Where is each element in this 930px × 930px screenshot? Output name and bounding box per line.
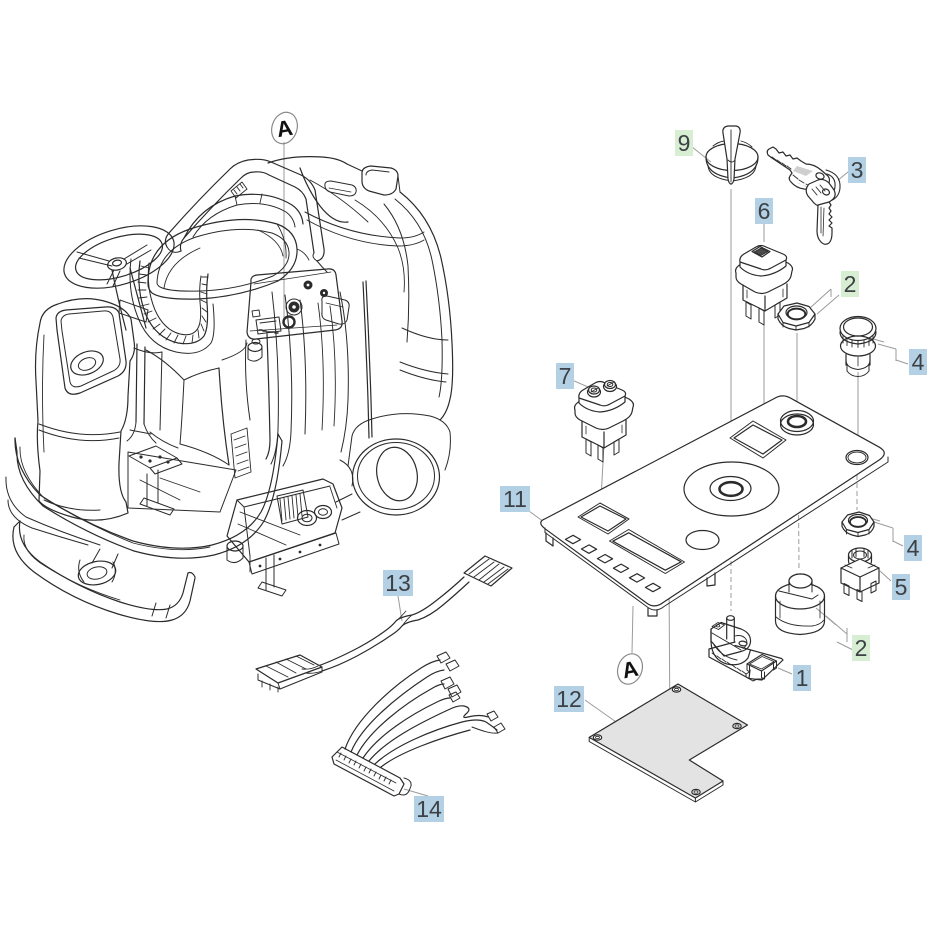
svg-text:A: A bbox=[620, 656, 641, 684]
svg-text:A: A bbox=[275, 115, 295, 142]
